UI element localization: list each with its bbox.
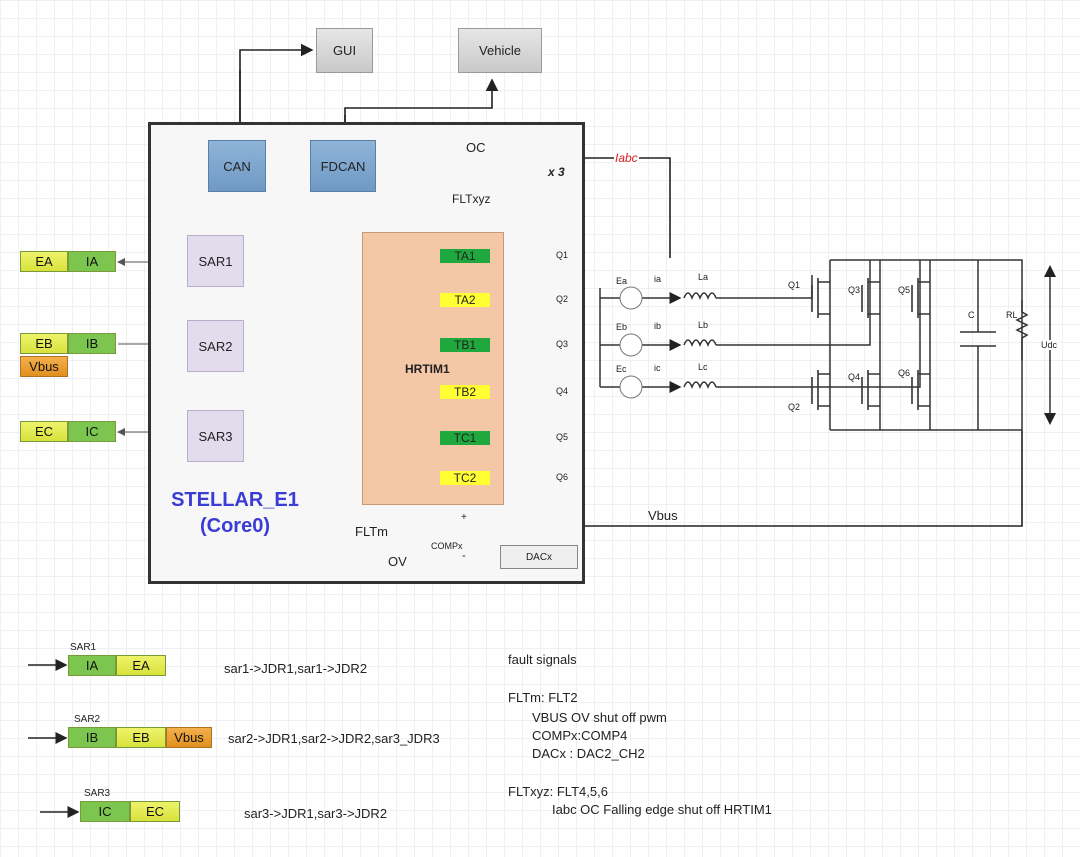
hrtim-tag-tb2: TB2 [440,385,490,399]
vehicle-box: Vehicle [458,28,542,73]
sar1-label: SAR1 [198,253,233,269]
legend-sar2-text: sar2->JDR1,sar2->JDR2,sar3_JDR3 [228,731,440,746]
cell-ec: EC [20,421,68,442]
legend-sar2-title: SAR2 [74,714,101,725]
sar3-box: SAR3 [187,410,244,462]
capacitor-label: C [968,310,975,320]
current-ic-label: ic [654,363,661,373]
source-ec-label: Ec [616,364,627,374]
sar1-box: SAR1 [187,235,244,287]
note-vbus-ov: VBUS OV shut off pwm [532,710,667,725]
legend-sar1-text: sar1->JDR1,sar1->JDR2 [224,661,368,676]
hrtim-tag-ta1: TA1 [440,249,490,263]
hrtim-tag-ta2: TA2 [440,293,490,307]
legend-sar3-text: sar3->JDR1,sar3->JDR2 [244,806,388,821]
vbus-label: Vbus [648,508,678,523]
gate-q1-label: Q1 [556,250,569,260]
inductor-lb-label: Lb [698,320,709,330]
sar2-label: SAR2 [198,338,233,354]
cell-ea: EA [20,251,68,272]
note-fltxyz: FLTxyz: FLT4,5,6 [508,784,608,799]
gui-label: GUI [332,43,357,58]
mcu-name-line1: STELLAR_E1 [171,489,299,511]
fltxyz-label: FLTxyz [452,192,491,206]
switch-q3-label: Q3 [848,285,861,295]
note-fltm: FLTm: FLT2 [508,690,578,705]
dacx-label: DACx [525,551,553,563]
iabc-label: Iabc [614,151,639,165]
load-rl-label: RL [1006,310,1018,320]
oc-label: OC [466,140,486,155]
inductor-lc-label: Lc [698,362,708,372]
note-iabc-oc: Iabc OC Falling edge shut off HRTIM1 [552,802,772,817]
gate-q6-label: Q6 [556,472,569,482]
legend-sar2-cell-eb: EB [116,727,166,748]
hrtim1-label: HRTIM1 [405,362,450,376]
fdcan-label: FDCAN [320,158,366,174]
source-ea-label: Ea [616,276,628,286]
legend-sar3-cell-ic: IC [80,801,130,822]
switch-q2-label: Q2 [788,402,801,412]
hrtim-tag-tc2: TC2 [440,471,490,485]
legend-sar3-title: SAR3 [84,788,111,799]
gui-box: GUI [316,28,373,73]
current-ia-label: ia [654,274,662,284]
can-label: CAN [223,158,251,174]
can-box: CAN [208,140,266,192]
current-ib-label: ib [654,321,662,331]
vehicle-label: Vehicle [479,43,521,58]
udc-label: Udc [1041,340,1058,350]
comp-minus-label: - [462,550,466,562]
switch-q6-label: Q6 [898,368,911,378]
dacx-box: DACx [500,545,578,569]
hrtim1-block [362,232,504,505]
gate-q5-label: Q5 [556,432,569,442]
legend-sar1-cell-ia: IA [68,655,116,676]
source-eb-label: Eb [616,322,628,332]
legend-sar1-title: SAR1 [70,642,97,653]
inductor-la-label: La [698,272,709,282]
sar3-label: SAR3 [198,428,233,444]
compx-label: COMPx [431,541,463,551]
switch-q5-label: Q5 [898,285,911,295]
mcu-name-line2: (Core0) [199,515,270,537]
legend-sar1-cell-ea: EA [116,655,166,676]
note-compx: COMPx:COMP4 [532,728,628,743]
cell-eb: EB [20,333,68,354]
gate-q2-label: Q2 [556,294,569,304]
cell-vbus: Vbus [20,356,68,377]
vbus-feedback-line [476,430,1023,533]
comp-plus-label: + [461,512,467,523]
hrtim-tag-tc1: TC1 [440,431,490,445]
cell-ia: IA [68,251,116,272]
legend-sar2-cell-ib: IB [68,727,116,748]
cell-ib: IB [68,333,116,354]
ov-label: OV [388,554,407,569]
x3-label: x 3 [548,165,565,179]
fltm-label: FLTm [355,524,388,539]
legend-sar2-cell-vbus: Vbus [166,727,212,748]
fdcan-box: FDCAN [310,140,376,192]
fault-signals-title: fault signals [508,652,577,667]
switch-q1-label: Q1 [788,280,801,290]
mcu-name: STELLAR_E1 (Core0) [160,487,310,539]
gate-q3-label: Q3 [556,339,569,349]
gate-q4-label: Q4 [556,386,569,396]
note-dacx: DACx : DAC2_CH2 [532,746,645,761]
sar2-box: SAR2 [187,320,244,372]
legend-sar3-cell-ec: EC [130,801,180,822]
hrtim-tag-tb1: TB1 [440,338,490,352]
switch-q4-label: Q4 [848,372,861,382]
cell-ic: IC [68,421,116,442]
